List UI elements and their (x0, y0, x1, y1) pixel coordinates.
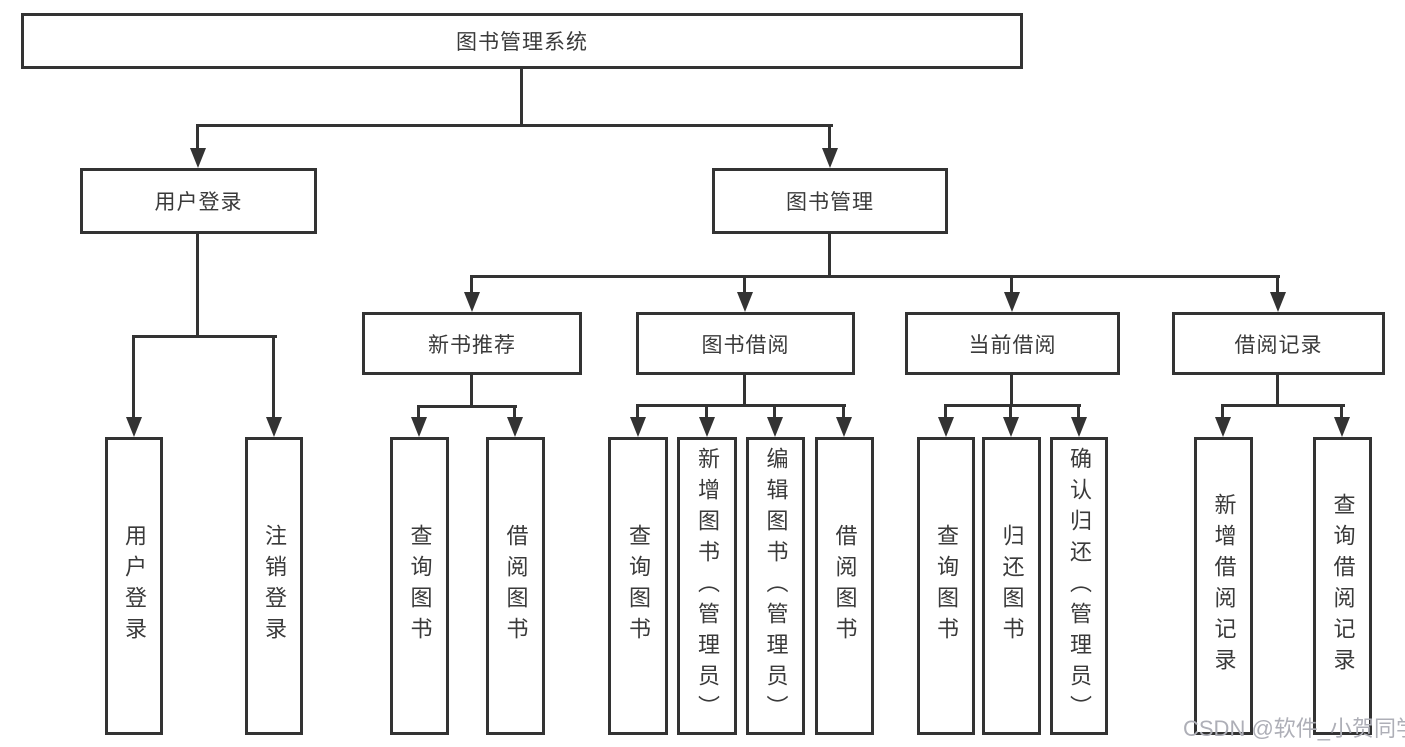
leaf-return-books: 归还图书 (982, 437, 1041, 735)
leaf-user-login-label: 用户登录 (122, 524, 147, 648)
arrow-down-icon (938, 417, 954, 437)
connector-drop-leaf (944, 404, 947, 419)
connector-drop-book-mgmt (828, 124, 831, 150)
connector-drop-leaf (1077, 404, 1080, 419)
leaf-user-login: 用户登录 (105, 437, 163, 735)
node-borrow-records: 借阅记录 (1172, 312, 1385, 375)
connector-book-borrow-stem (743, 375, 746, 406)
leaf-confirm-return-admin-label: 确认归还（管理员） (1067, 446, 1092, 726)
node-root: 图书管理系统 (21, 13, 1023, 69)
connector-user-login-stem (196, 234, 199, 338)
arrow-down-icon (1270, 292, 1286, 312)
connector-drop-leaf (773, 404, 776, 419)
leaf-edit-books-admin: 编辑图书（管理员） (746, 437, 805, 735)
connector-drop-book-borrow (743, 275, 746, 294)
connector-drop-leaf (842, 404, 845, 419)
connector-root-stem (520, 69, 523, 127)
leaf-query-borrow-record: 查询借阅记录 (1313, 437, 1372, 735)
arrow-down-icon (1004, 292, 1020, 312)
leaf-add-borrow-record-label: 新增借阅记录 (1211, 493, 1237, 679)
arrow-down-icon (464, 292, 480, 312)
leaf-return-books-label: 归还图书 (999, 524, 1025, 648)
node-new-book-recommend-label: 新书推荐 (428, 333, 516, 357)
leaf-borrow-books-recommend: 借阅图书 (486, 437, 545, 735)
connector-drop-leaf (1221, 404, 1224, 419)
node-book-borrow-label: 图书借阅 (701, 333, 790, 357)
connector-book-mgmt-stem (828, 234, 831, 278)
node-user-login-label: 用户登录 (154, 191, 243, 214)
connector-user-login-rail (132, 335, 277, 338)
leaf-borrow-books: 借阅图书 (815, 437, 874, 735)
connector-drop-leaf (513, 405, 516, 419)
connector-current-borrow-stem (1010, 375, 1013, 406)
arrow-down-icon (266, 417, 282, 437)
leaf-logout: 注销登录 (245, 437, 303, 735)
leaf-query-books-current-label: 查询图书 (934, 524, 959, 648)
leaf-add-books-admin-label: 新增图书（管理员） (695, 446, 720, 726)
csdn-watermark: CSDN @软件_小贺同学 (1183, 716, 1405, 741)
arrow-down-icon (126, 417, 142, 437)
arrow-down-icon (1071, 417, 1087, 437)
node-user-login: 用户登录 (80, 168, 317, 234)
connector-new-book-rail (417, 405, 517, 408)
arrow-down-icon (507, 417, 523, 437)
connector-drop-current-borrow (1010, 275, 1013, 294)
connector-borrow-records-rail (1221, 404, 1345, 407)
arrow-down-icon (1334, 417, 1350, 437)
connector-current-borrow-rail (944, 404, 1081, 407)
leaf-edit-books-admin-label: 编辑图书（管理员） (763, 446, 789, 726)
leaf-confirm-return-admin: 确认归还（管理员） (1050, 437, 1108, 735)
node-current-borrow: 当前借阅 (905, 312, 1120, 375)
node-root-label: 图书管理系统 (456, 31, 588, 54)
node-borrow-records-label: 借阅记录 (1234, 333, 1323, 357)
leaf-logout-label: 注销登录 (262, 524, 287, 648)
connector-drop-new-book (470, 275, 473, 294)
connector-drop-leaf (132, 335, 135, 419)
node-book-management: 图书管理 (712, 168, 948, 234)
connector-drop-leaf (417, 405, 420, 419)
node-book-borrow: 图书借阅 (636, 312, 855, 375)
leaf-query-books-recommend-label: 查询图书 (407, 524, 433, 648)
connector-drop-borrow-records (1276, 275, 1279, 294)
connector-drop-user-login (196, 124, 199, 150)
leaf-query-books-borrow: 查询图书 (608, 437, 668, 735)
arrow-down-icon (699, 417, 715, 437)
arrow-down-icon (737, 292, 753, 312)
leaf-borrow-books-recommend-label: 借阅图书 (503, 524, 529, 648)
leaf-add-books-admin: 新增图书（管理员） (677, 437, 737, 735)
connector-borrow-records-stem (1276, 375, 1279, 406)
node-new-book-recommend: 新书推荐 (362, 312, 582, 375)
arrow-down-icon (1215, 417, 1231, 437)
node-book-management-label: 图书管理 (786, 191, 874, 214)
connector-root-rail (196, 124, 833, 127)
leaf-query-books-borrow-label: 查询图书 (626, 524, 651, 648)
leaf-query-books-recommend: 查询图书 (390, 437, 449, 735)
connector-drop-leaf (1009, 404, 1012, 419)
leaf-query-books-current: 查询图书 (917, 437, 975, 735)
arrow-down-icon (1003, 417, 1019, 437)
leaf-query-borrow-record-label: 查询借阅记录 (1330, 493, 1356, 679)
arrow-down-icon (190, 148, 206, 168)
connector-book-mgmt-rail (470, 275, 1280, 278)
arrow-down-icon (836, 417, 852, 437)
arrow-down-icon (411, 417, 427, 437)
connector-book-borrow-rail (636, 404, 846, 407)
leaf-borrow-books-label: 借阅图书 (832, 524, 858, 648)
connector-drop-leaf (636, 404, 639, 419)
leaf-add-borrow-record: 新增借阅记录 (1194, 437, 1253, 735)
node-current-borrow-label: 当前借阅 (968, 333, 1057, 357)
arrow-down-icon (767, 417, 783, 437)
arrow-down-icon (630, 417, 646, 437)
connector-drop-leaf (272, 335, 275, 419)
connector-new-book-stem (470, 375, 473, 408)
arrow-down-icon (822, 148, 838, 168)
connector-drop-leaf (705, 404, 708, 419)
connector-drop-leaf (1340, 404, 1343, 419)
